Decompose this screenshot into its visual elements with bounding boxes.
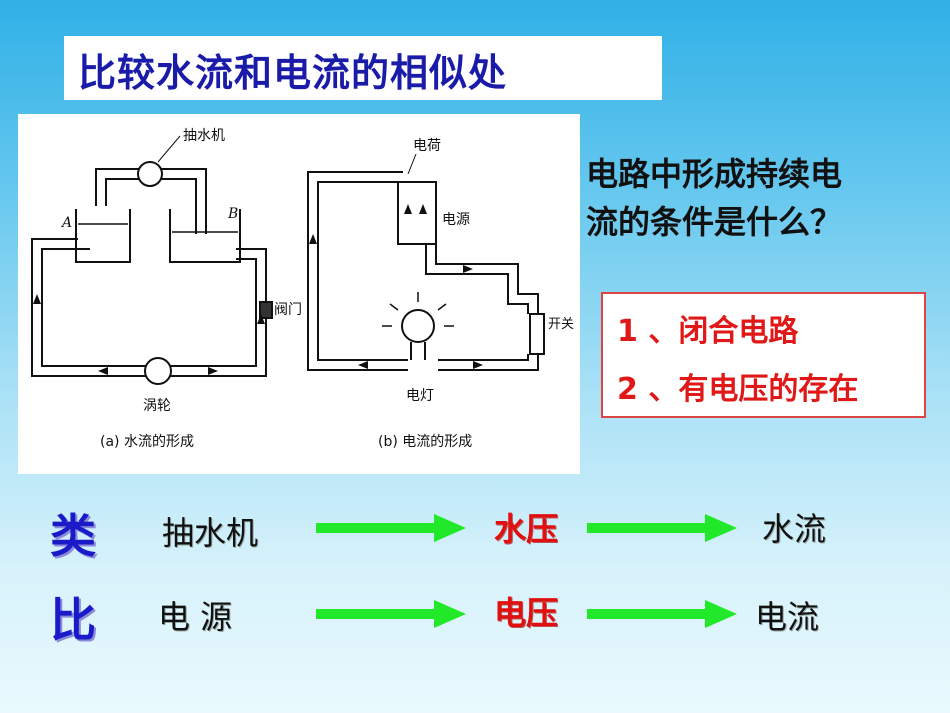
electric-flow-arrows <box>309 204 483 369</box>
water-flow-arrows <box>33 294 265 375</box>
row1-source: 抽水机 <box>162 514 259 552</box>
arrow-row2-b <box>587 600 737 628</box>
answer-box: 1 、闭合电路 2 、有电压的存在 <box>601 292 926 418</box>
row2-middle: 电压 <box>494 594 559 632</box>
switch-label: 开关 <box>548 317 574 332</box>
row1-middle: 水压 <box>494 510 559 548</box>
title-box: 比较水流和电流的相似处 <box>64 36 662 100</box>
caption-water: (a) 水流的形成 <box>100 434 194 450</box>
valve-label: 阀门 <box>274 302 302 318</box>
source-label: 电源 <box>442 212 470 228</box>
analogy-label-top: 类 <box>50 509 96 563</box>
electric-circuit <box>307 171 545 371</box>
analogy-label-bottom: 比 <box>50 593 96 647</box>
question-text: 电路中形成持续电 流的条件是什么？ <box>586 150 946 246</box>
slide-title: 比较水流和电流的相似处 <box>78 51 508 95</box>
question-line-2: 流的条件是什么？ <box>586 203 843 241</box>
circuit-diagram-panel: 抽水机 A B 阀门 涡轮 (a) 水流的形成 <box>18 114 580 474</box>
answer-item-1: 1 、闭合电路 <box>617 314 799 349</box>
turbine-label: 涡轮 <box>143 398 171 414</box>
row2-result: 电流 <box>755 598 820 636</box>
charge-label: 电荷 <box>413 138 441 154</box>
lamp-label: 电灯 <box>406 388 434 404</box>
arrow-row1-a <box>316 514 466 542</box>
tank-a-label: A <box>60 215 72 231</box>
arrow-row2-a <box>316 600 466 628</box>
answer-item-2: 2 、有电压的存在 <box>617 372 859 407</box>
arrow-row1-b <box>587 514 737 542</box>
question-line-1: 电路中形成持续电 <box>586 155 843 193</box>
lamp-rays <box>382 292 454 327</box>
pump-label: 抽水机 <box>183 128 225 144</box>
caption-electric: (b) 电流的形成 <box>378 434 472 450</box>
water-electric-diagram: 抽水机 A B 阀门 涡轮 (a) 水流的形成 <box>31 128 574 450</box>
tank-b-label: B <box>227 206 238 222</box>
water-circuit <box>31 161 273 385</box>
row1-result: 水流 <box>762 510 827 548</box>
row2-source: 电 源 <box>158 598 233 636</box>
